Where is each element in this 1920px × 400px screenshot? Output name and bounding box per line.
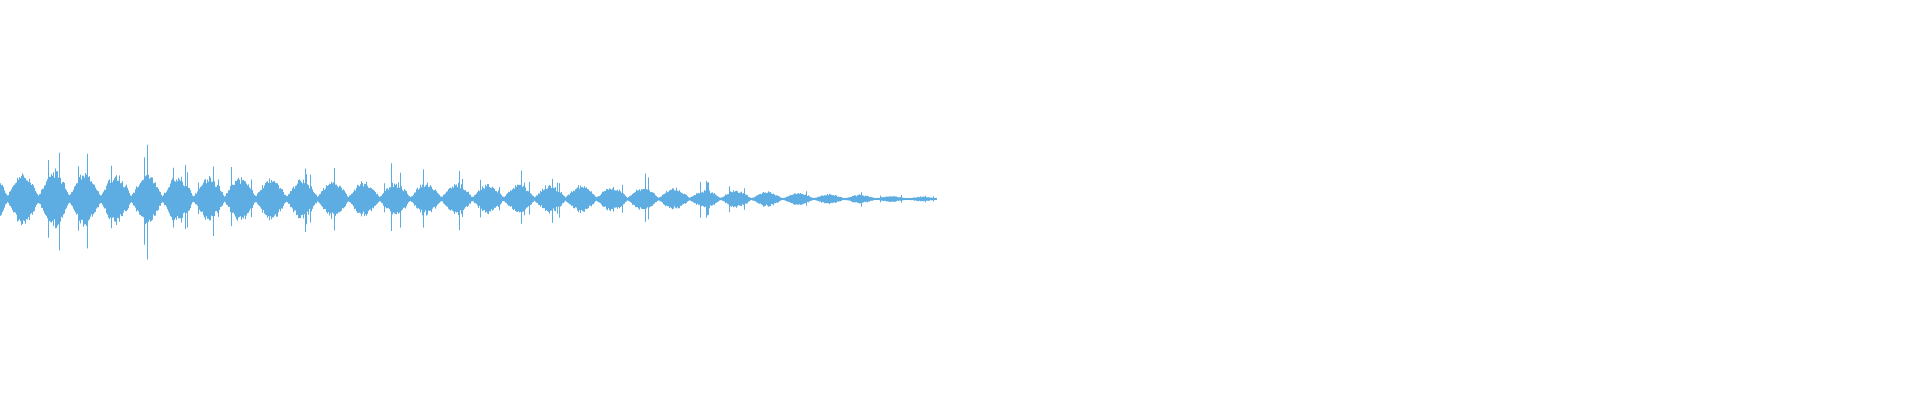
waveform-path — [0, 144, 937, 260]
